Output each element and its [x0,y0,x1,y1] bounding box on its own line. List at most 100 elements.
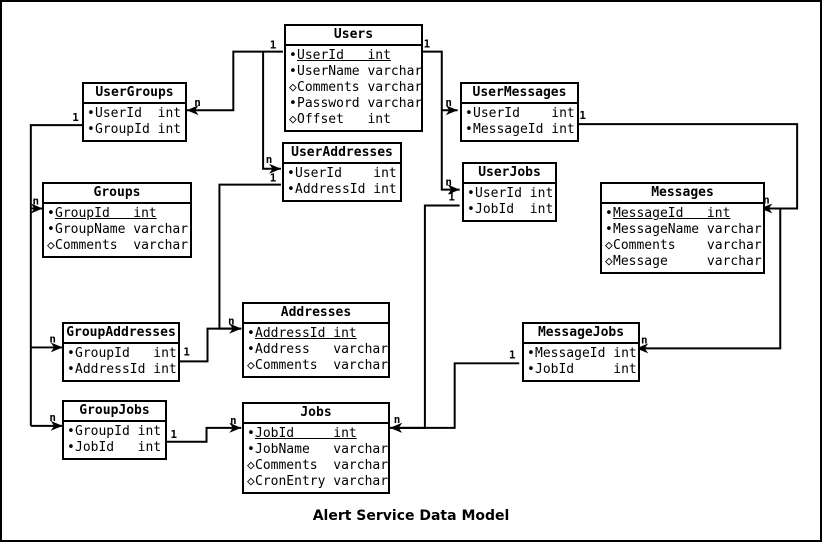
entity-users: Users•UserId int•UserName varchar◇Commen… [284,24,423,132]
required-bullet-icon: • [289,96,297,111]
field-text: UserName varchar [297,64,423,79]
relationship-usermessages-messages [575,123,799,214]
relationship-usergroups-groups-trunk [29,124,83,426]
field-text: JobId int [75,440,162,455]
field-offset: ◇Offset int [289,112,418,128]
required-bullet-icon: • [67,362,75,377]
entity-title: GroupAddresses [64,324,178,344]
field-addressid: •AddressId int [247,326,385,342]
field-userid: •UserId int [287,166,397,182]
cardinality-label: n [641,333,648,346]
nullable-bullet-icon: ◇ [47,238,55,253]
field-text: MessageId int [473,122,575,137]
field-text: JobId int [475,202,554,217]
field-messageid: •MessageId int [465,122,575,138]
field-text: CronEntry varchar [255,474,389,489]
field-groupname: •GroupName varchar [47,222,188,238]
cardinality-label: n [49,332,56,345]
entity-usermessages: UserMessages•UserId int•MessageId int [460,82,579,142]
relationship-messagejobs-jobs [390,362,520,433]
field-jobid: •JobId int [67,440,162,456]
field-text: UserId int [297,48,391,63]
field-text: Address varchar [255,342,389,357]
field-jobid: •JobId int [467,202,554,218]
field-addressid: •AddressId int [67,362,177,378]
field-jobid: •JobId int [527,362,637,378]
entity-title: UserJobs [464,164,555,184]
entity-groupaddresses: GroupAddresses •GroupId int•AddressId int [62,322,180,382]
relationship-groupaddresses-addresses [179,323,242,363]
field-userid: •UserId int [289,48,418,64]
field-userid: •UserId int [465,106,575,122]
entity-fields: •UserId int•UserName varchar◇Comments va… [286,46,422,130]
field-userid: •UserId int [467,186,554,202]
entity-title: Addresses [244,304,388,324]
cardinality-label: 1 [448,191,455,204]
field-userid: •UserId int [87,106,182,122]
cardinality-label: n [33,194,40,207]
cardinality-label: 1 [170,428,177,441]
entity-groupjobs: GroupJobs•GroupId int•JobId int [62,400,167,460]
field-username: •UserName varchar [289,64,422,80]
cardinality-label: 1 [424,38,431,51]
required-bullet-icon: • [289,48,297,63]
field-groupid: •GroupId int [87,122,182,138]
field-message: ◇Message varchar [605,254,762,270]
required-bullet-icon: • [527,362,535,377]
cardinality-label: n [445,96,452,109]
relationship-users-usergroups [186,50,283,116]
field-text: AddressId int [255,326,357,341]
cardinality-label: n [230,414,237,427]
field-text: JobId int [535,362,637,377]
field-addressid: •AddressId int [287,182,397,198]
field-password: •Password varchar [289,96,422,112]
entity-groups: Groups•GroupId int•GroupName varchar◇Com… [42,182,192,258]
nullable-bullet-icon: ◇ [289,80,297,95]
required-bullet-icon: • [287,166,295,181]
cardinality-label: n [49,411,56,424]
field-cronentry: ◇CronEntry varchar [247,474,389,490]
entity-useraddresses: UserAddresses•UserId int•AddressId int [282,142,402,202]
cardinality-label: n [394,413,401,426]
cardinality-label: n [445,176,452,189]
field-text: UserId int [475,186,554,201]
field-text: GroupId int [95,122,182,137]
field-text: GroupId int [55,206,157,221]
field-comments: ◇Comments varchar [289,80,422,96]
entity-title: GroupJobs [64,402,165,422]
nullable-bullet-icon: ◇ [289,112,297,127]
entity-usergroups: UserGroups•UserId int•GroupId int [82,82,187,142]
field-text: Comments varchar [55,238,189,253]
field-text: Message varchar [613,254,762,269]
diagram-title: Alert Service Data Model [312,508,510,524]
relationship-messages-messagejobs [636,208,782,354]
cardinality-label: 1 [270,172,277,185]
required-bullet-icon: • [87,106,95,121]
field-groupid: •GroupId int [67,346,177,362]
cardinality-label: 1 [72,111,79,124]
nullable-bullet-icon: ◇ [247,474,255,489]
entity-jobs: Jobs•JobId int•JobName varchar◇Comments … [242,402,390,494]
entity-fields: •UserId int•MessageId int [462,104,577,140]
field-comments: ◇Comments varchar [47,238,189,254]
entity-title: Users [286,26,421,46]
entity-fields: •JobId int•JobName varchar◇Comments varc… [244,424,388,492]
entity-fields: •UserId int•JobId int [464,184,555,220]
entity-title: UserMessages [462,84,577,104]
nullable-bullet-icon: ◇ [605,254,613,269]
entity-addresses: Addresses•AddressId int•Address varchar◇… [242,302,390,378]
nullable-bullet-icon: ◇ [247,358,255,373]
field-comments: ◇Comments varchar [605,238,762,254]
required-bullet-icon: • [467,186,475,201]
field-text: Password varchar [297,96,423,111]
field-jobname: •JobName varchar [247,442,388,458]
required-bullet-icon: • [67,424,75,439]
field-messageid: •MessageId int [605,206,760,222]
relationship-users-userjobs [420,50,460,195]
required-bullet-icon: • [605,206,613,221]
field-comments: ◇Comments varchar [247,358,388,374]
entity-fields: •GroupId int•JobId int [64,422,165,458]
entity-title: MessageJobs [524,324,638,344]
field-messagename: •MessageName varchar [605,222,762,238]
